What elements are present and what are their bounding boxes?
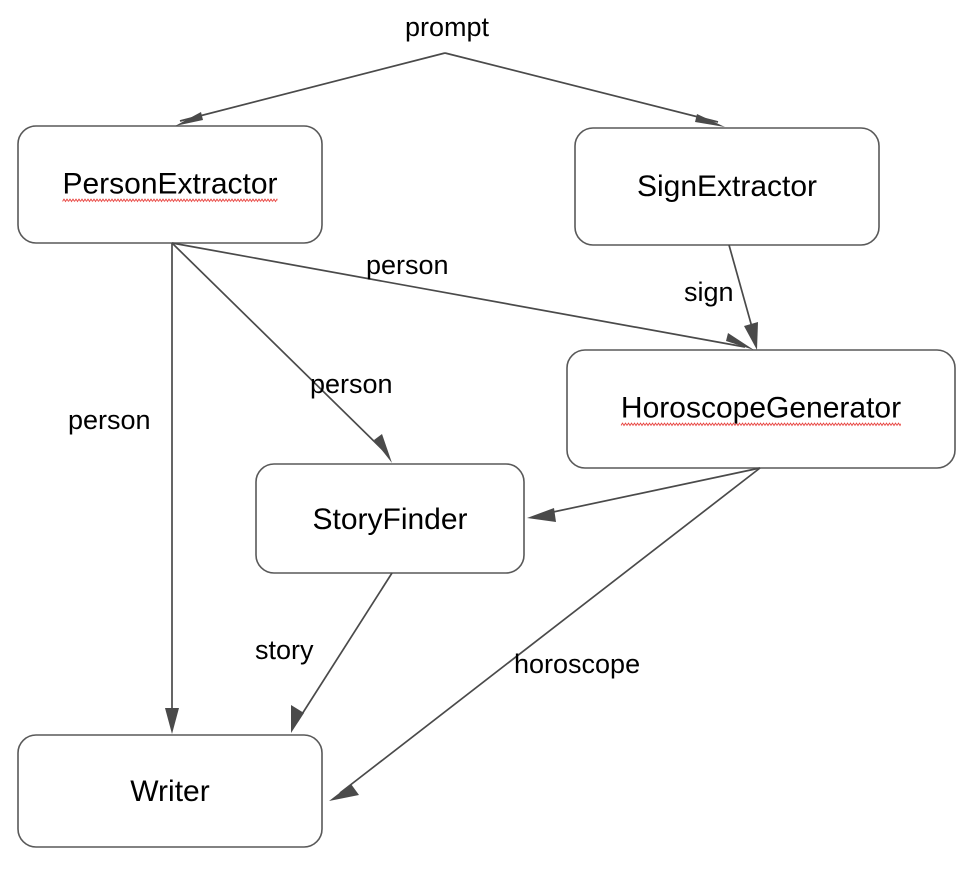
edge-person-extractor-to-story-finder [171, 242, 392, 463]
edge-label-person-to-writer: person [68, 405, 151, 435]
edge-person-extractor-to-writer [165, 243, 179, 734]
node-label-writer: Writer [130, 775, 210, 808]
edge-label-sign: sign [684, 277, 734, 307]
node-label-sign-extractor: SignExtractor [636, 170, 818, 203]
edge-person-extractor-to-horoscope-generator [171, 242, 754, 350]
edge-sign-extractor-to-horoscope-generator [728, 244, 758, 350]
edge-horoscope-generator-to-story-finder [527, 467, 761, 522]
node-writer-box[interactable] [17, 734, 323, 848]
node-label-story-finder: StoryFinder [312, 503, 468, 536]
node-sign-extractor-box[interactable] [574, 127, 880, 246]
edge-label-story: story [255, 635, 314, 665]
edge-label-horoscope: horoscope [514, 649, 641, 679]
node-label-horoscope-generator: HoroscopeGenerator [620, 391, 902, 427]
edge-prompt-to-person-extractor [175, 52, 446, 126]
edge-story-finder-to-writer [291, 572, 393, 733]
edge-horoscope-generator-to-writer [329, 467, 761, 801]
edge-prompt-to-sign-extractor [444, 52, 725, 127]
node-label-person-extractor: PersonExtractor [62, 167, 278, 203]
edge-label-person-to-story-finder: person [310, 369, 393, 399]
node-story-finder-box[interactable] [255, 463, 525, 574]
edge-label-prompt: prompt [405, 12, 490, 42]
edge-label-person-to-horoscope-generator: person [366, 250, 449, 280]
